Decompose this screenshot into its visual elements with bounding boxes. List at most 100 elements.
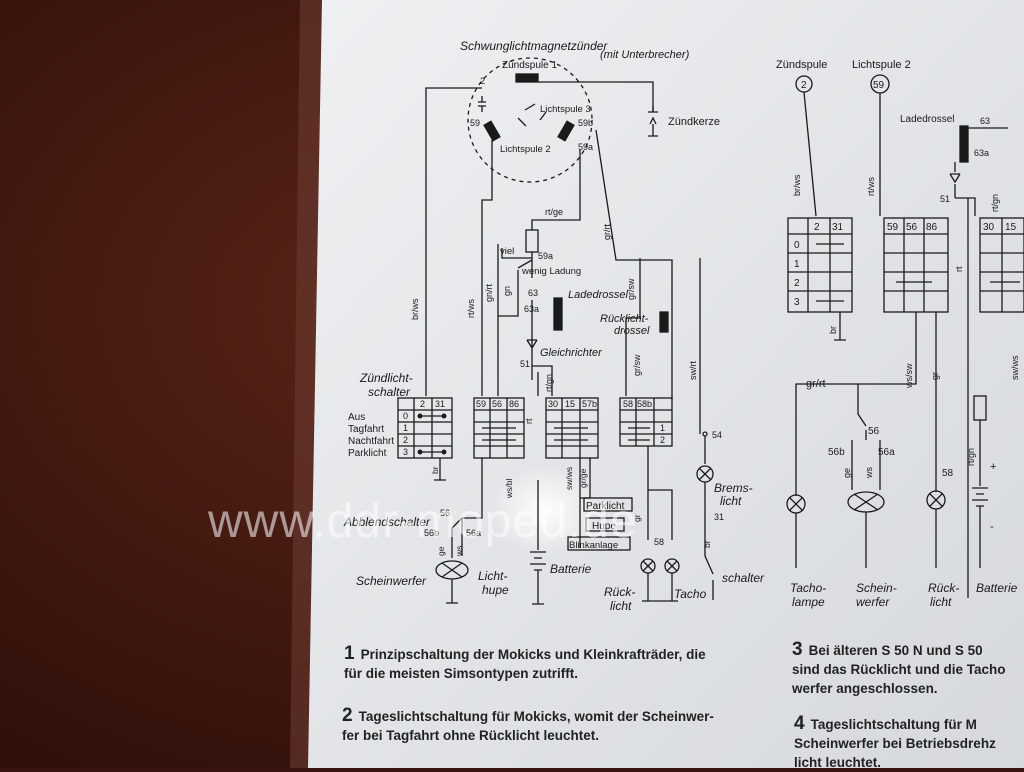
right-c63: 63	[980, 116, 990, 126]
grid-d-pos-2: 2	[660, 435, 665, 445]
right-grid-c-hdr-30: 30	[983, 222, 995, 233]
right-wire-51	[955, 197, 976, 598]
grid-c-hdr-57b: 57b	[582, 399, 597, 409]
wire-br-ws	[425, 87, 482, 396]
wire-label-rt-ws: rt/ws	[466, 299, 476, 318]
right-choke-symbol	[959, 125, 969, 163]
spark-plug-wire	[538, 81, 654, 112]
right-diagram: Zündspule 2 Lichtspule 2 59 br/ws rt/ws …	[776, 59, 1024, 609]
wire-gn	[498, 270, 519, 317]
right-wire-label-sw-ws: sw/ws	[1010, 355, 1020, 380]
parking-box	[583, 497, 633, 512]
wire-gr-rt	[595, 129, 673, 400]
grid-a-pos-0: 0	[403, 411, 408, 421]
light3-label: Lichtspule 3	[540, 104, 591, 115]
brake-lamp	[696, 465, 714, 483]
grid-a	[397, 397, 453, 459]
grid-d-contacts	[628, 427, 650, 441]
right-grid-c-lines	[980, 218, 1024, 312]
right-lamp-head-2: werfer	[856, 595, 890, 609]
tail-label-2: licht	[610, 599, 632, 613]
right-grid-a-pos-1: 1	[794, 259, 800, 270]
wire-rt-ge	[531, 150, 581, 230]
ignition-switch-group: Zündlicht- schalter Aus Tagfahrt Nachtfa…	[348, 371, 673, 481]
grid-c	[545, 397, 599, 459]
wire-label-gr-sw-1: gr/sw	[626, 278, 636, 300]
right-grid-a-pos-2: 2	[794, 278, 800, 289]
right-fuse	[973, 395, 987, 421]
wire-label-ws-bl: ws/bl	[504, 479, 514, 499]
caption-3-number: 3	[792, 640, 803, 660]
wire-label-br-2: br	[702, 540, 712, 548]
right-tacho-wire	[795, 312, 917, 496]
term-51-label: 51	[520, 359, 530, 369]
right-lamp-tail-1: Rück-	[928, 581, 959, 595]
caption-1-line-2: für die meisten Simsontypen zutrifft.	[344, 666, 579, 681]
right-grid-a-hdr-2: 2	[814, 222, 820, 233]
right-wire-label-br-ws: br/ws	[792, 174, 802, 196]
term-59a-label: 59a	[538, 251, 553, 261]
caption-4-line-1: Tageslichtschaltung für M	[810, 717, 977, 732]
grid-d-pos-1: 1	[660, 423, 665, 433]
tacho-label: Tacho	[674, 587, 707, 601]
right-battery-minus: -	[990, 521, 994, 533]
right-c63a: 63a	[974, 148, 989, 158]
wire-label-ws: ws	[454, 546, 464, 557]
right-grid-c-hdr-15: 15	[1005, 222, 1017, 233]
rear-choke-symbol	[659, 311, 669, 333]
lower-components: Abblendschalter 56 56b 56a ge ws Scheinw…	[343, 430, 765, 613]
grid-d-hdr-58b: 58b	[637, 399, 652, 409]
grid-a-dot	[441, 449, 447, 455]
headlight-label: Scheinwerfer	[356, 574, 427, 588]
brake-label-1: Brems-	[714, 481, 753, 495]
tail-lamp-1-cross	[642, 560, 654, 601]
right-grid-a-contacts	[816, 243, 846, 341]
right-wire-label-rt-gn: rt/gn	[990, 194, 1000, 212]
grid-a-hdr-31: 31	[435, 399, 445, 409]
grid-a-dot	[441, 413, 447, 419]
grid-a-hdr-2: 2	[420, 399, 425, 409]
capacitor	[478, 96, 486, 112]
right-lamp-tacho-2: lampe	[792, 595, 825, 609]
right-light-label: Lichtspule 2	[852, 59, 911, 71]
switch-label: schalter	[722, 571, 765, 585]
switch-row-parklicht: Parklicht	[348, 448, 387, 459]
right-grid-b-lines	[884, 218, 948, 312]
right-wire-label-ge: ge	[842, 468, 852, 478]
wire-label-gr: gr	[632, 514, 642, 522]
charge-wire	[501, 248, 533, 278]
caption-2-line-2: fer bei Tagfahrt ohne Rücklicht leuchtet…	[342, 728, 600, 743]
charge-choke-symbol	[553, 297, 563, 331]
blinker-box	[567, 536, 631, 551]
right-t56a: 56a	[878, 447, 895, 458]
mag-term-59b: 59b	[578, 118, 593, 128]
grid-b-hdr-59: 59	[476, 399, 486, 409]
right-grid-a-pos-3: 3	[794, 297, 800, 308]
caption-2-number: 2	[342, 705, 353, 726]
caption-2-line-1: Tageslichtschaltung für Mokicks, womit d…	[358, 709, 714, 724]
right-grid-b-hdr-59: 59	[887, 222, 899, 233]
right-coil-label: Zündspule	[776, 59, 827, 71]
wire-label-rt: rt	[524, 418, 534, 424]
switch-row-nachtfahrt: Nachtfahrt	[348, 436, 394, 447]
term-58-label: 58	[654, 537, 664, 547]
wire-label-gr-ge: gr/ge	[578, 468, 588, 488]
ignition-coil-symbol	[515, 73, 539, 83]
mag-term-59: 59	[470, 118, 480, 128]
grid-a-pos-3: 3	[403, 447, 408, 457]
right-wire-label-gr: gr	[930, 372, 940, 380]
headlight-cross	[441, 562, 463, 604]
coil-59b-symbol	[557, 120, 575, 142]
term-56-label: 56	[440, 508, 450, 518]
right-battery	[972, 420, 988, 568]
right-choke-wire	[949, 127, 1008, 198]
term-54-dot	[702, 431, 708, 437]
term-31-label: 31	[714, 512, 724, 522]
tail-wires	[647, 446, 673, 540]
wenig-label: wenig Ladung	[521, 266, 581, 277]
wire-label-gr-rt: gr/rt	[602, 224, 612, 241]
right-grid-a	[787, 217, 853, 313]
grid-c-hdr-15: 15	[565, 399, 575, 409]
